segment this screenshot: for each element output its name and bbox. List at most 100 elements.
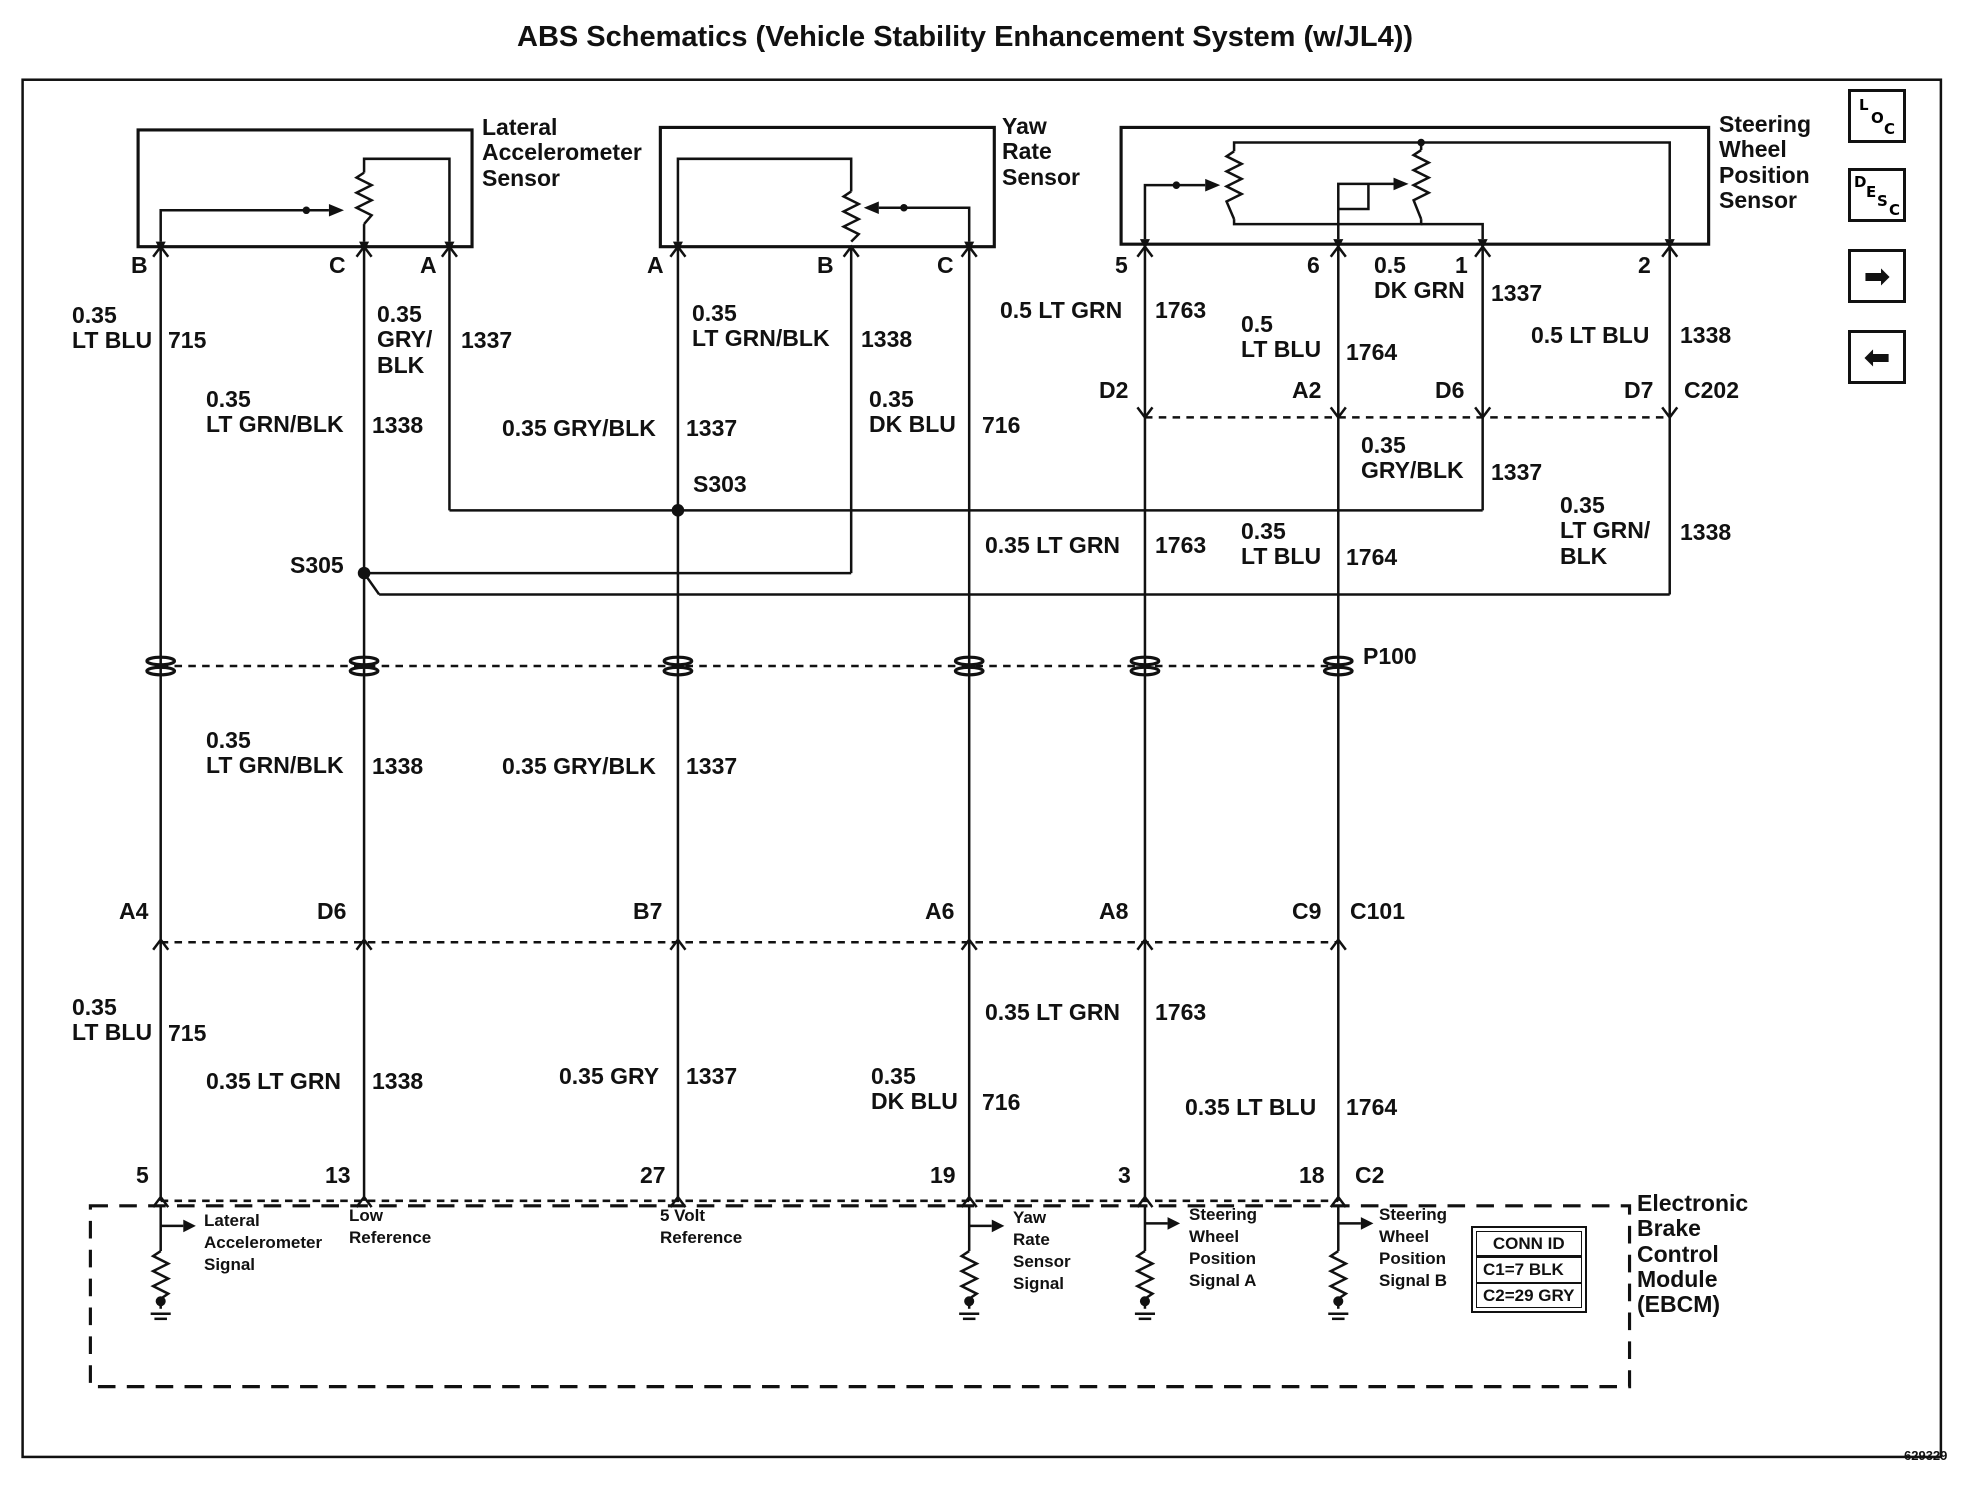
splice-s303-label: S303	[693, 471, 747, 497]
wire-1764-harness-num: 1764	[1346, 544, 1398, 570]
wire-1764-lower-gauge: 0.35 LT BLU	[1185, 1094, 1317, 1120]
wire-1338-harness-num: 1338	[1680, 519, 1732, 545]
c101-pin-a8: A8	[1099, 898, 1129, 924]
yaw-pin-a: A	[647, 252, 664, 278]
wire-1338-lower-gauge: 0.35 LT GRN	[206, 1068, 342, 1094]
loc-letter-o: O	[1871, 109, 1884, 127]
wire-715-upper-num: 715	[168, 327, 207, 353]
c2-pin-3: 3	[1118, 1162, 1131, 1188]
wire-1764-upper-gauge: 0.5 LT BLU	[1241, 311, 1322, 363]
wire-1337-lower-num: 1337	[686, 1063, 738, 1089]
c101-pin-d6: D6	[317, 898, 347, 924]
wire-716-lower-num: 716	[982, 1089, 1021, 1115]
wire-1337-sw-num: 1337	[1491, 280, 1543, 306]
wire-1338-harness-gauge: 0.35 LT GRN/ BLK	[1560, 492, 1651, 569]
steering-sensor-label: Steering Wheel Position Sensor	[1719, 111, 1812, 213]
yaw-sensor-label: Yaw Rate Sensor	[1002, 113, 1080, 190]
loc-letter-l: L	[1859, 96, 1869, 114]
desc-letter-d: D	[1854, 173, 1867, 191]
sw-pin-5: 5	[1115, 252, 1128, 278]
wire-1338-p100-gauge: 0.35 LT GRN/BLK	[206, 727, 344, 779]
c202-pin-d6: D6	[1435, 377, 1465, 403]
desc-letter-c: C	[1889, 201, 1901, 219]
wire-715-lower-num: 715	[168, 1020, 207, 1046]
desc-letter-s: S	[1877, 192, 1888, 210]
splice-s305-dot	[357, 566, 371, 580]
splice-s303-dot	[671, 504, 685, 517]
wire-716-lower-gauge: 0.35 DK BLU	[871, 1063, 958, 1115]
ebcm-box	[88, 1204, 1632, 1389]
sw-pin-2: 2	[1638, 252, 1651, 278]
lateral-sensor-box	[136, 128, 474, 249]
ebcm-lateral-signal-label: Lateral Accelerometer Signal	[204, 1211, 323, 1275]
lat-pin-c: C	[329, 252, 346, 278]
wire-715-lower-gauge: 0.35 LT BLU	[72, 994, 153, 1046]
ebcm-low-reference-label: Low Reference	[349, 1206, 432, 1248]
wire-1337-sw-gauge: 0.5 DK GRN	[1374, 252, 1465, 304]
ebcm-sw-signal-b-label: Steering Wheel Position Signal B	[1379, 1205, 1448, 1291]
wire-1338-yaw-num: 1338	[861, 326, 913, 352]
wire-1337-lower-gauge: 0.35 GRY	[559, 1063, 660, 1089]
c2-connector-label: C2	[1355, 1162, 1385, 1188]
wire-715-upper-gauge: 0.35 LT BLU	[72, 302, 153, 354]
c202-pin-d7: D7	[1624, 377, 1654, 403]
wire-1338-sw-gauge: 0.5 LT BLU	[1531, 322, 1650, 348]
wire-1338-sw-num: 1338	[1680, 322, 1732, 348]
wire-1763-upper-gauge: 0.5 LT GRN	[1000, 297, 1123, 323]
splice-s305-label: S305	[290, 552, 344, 578]
wire-1764-upper-num: 1764	[1346, 339, 1398, 365]
p100-connector-label: P100	[1363, 643, 1417, 669]
wire-1338-lower-num: 1338	[372, 1068, 424, 1094]
wire-1763-lower-gauge: 0.35 LT GRN	[985, 999, 1121, 1025]
description-button[interactable]: D E S C	[1848, 168, 1906, 222]
wire-1763-harness-num: 1763	[1155, 532, 1207, 558]
ebcm-yaw-signal-label: Yaw Rate Sensor Signal	[1013, 1208, 1071, 1294]
wire-1338-lat-gauge: 0.35 LT GRN/BLK	[206, 386, 344, 438]
conn-id-c2: C2=29 GRY	[1476, 1282, 1582, 1308]
previous-page-button[interactable]: ⬅	[1848, 330, 1906, 384]
conn-id-c1: C1=7 BLK	[1476, 1257, 1582, 1283]
lateral-sensor-label: Lateral Accelerometer Sensor	[482, 114, 642, 191]
loc-letter-c: C	[1884, 120, 1896, 138]
location-button[interactable]: L O C	[1848, 89, 1906, 143]
c2-pin-27: 27	[640, 1162, 666, 1188]
wire-1338-lat-num: 1338	[372, 412, 424, 438]
left-arrow-icon: ⬅	[1863, 338, 1891, 376]
wire-1764-lower-num: 1764	[1346, 1094, 1398, 1120]
c2-pin-13: 13	[325, 1162, 351, 1188]
wire-1337-p100-gauge: 0.35 GRY/BLK	[502, 753, 656, 779]
ebcm-label: Electronic Brake Control Module (EBCM)	[1637, 1190, 1749, 1318]
c101-pin-b7: B7	[633, 898, 663, 924]
c2-pin-19: 19	[930, 1162, 956, 1188]
yaw-pin-c: C	[937, 252, 954, 278]
wire-1337-lat-gauge: 0.35 GRY/ BLK	[377, 301, 433, 378]
next-page-button[interactable]: ➡	[1848, 249, 1906, 303]
wire-1337-lat-num: 1337	[461, 327, 513, 353]
steering-sensor-box	[1119, 125, 1711, 246]
wire-1337-yaw-gauge: 0.35 GRY/BLK	[502, 415, 656, 441]
c202-pin-a2: A2	[1292, 377, 1322, 403]
outer-frame	[21, 78, 1943, 1459]
c101-connector-label: C101	[1350, 898, 1405, 924]
page-title: ABS Schematics (Vehicle Stability Enhanc…	[517, 21, 1414, 53]
ebcm-sw-signal-a-label: Steering Wheel Position Signal A	[1189, 1205, 1258, 1291]
wire-1337-p100-num: 1337	[686, 753, 738, 779]
sw-pin-1: 1	[1455, 252, 1468, 278]
figure-reference-number: 629329	[1904, 1448, 1948, 1463]
c2-pin-5: 5	[136, 1162, 149, 1188]
c101-pin-a4: A4	[119, 898, 149, 924]
conn-id-title: CONN ID	[1476, 1231, 1582, 1258]
yaw-pin-b: B	[817, 252, 834, 278]
conn-id-table: CONN ID C1=7 BLK C2=29 GRY	[1471, 1226, 1587, 1313]
wire-1764-harness-gauge: 0.35 LT BLU	[1241, 518, 1322, 570]
yaw-sensor-box	[658, 125, 996, 249]
ebcm-5v-reference-label: 5 Volt Reference	[660, 1206, 743, 1248]
c202-pin-d2: D2	[1099, 377, 1129, 403]
wire-1763-lower-num: 1763	[1155, 999, 1207, 1025]
wire-1338-yaw-gauge: 0.35 LT GRN/BLK	[692, 300, 830, 352]
wire-1337-harness-gauge: 0.35 GRY/BLK	[1361, 432, 1464, 484]
lat-pin-b: B	[131, 252, 148, 278]
right-arrow-icon: ➡	[1863, 257, 1891, 295]
